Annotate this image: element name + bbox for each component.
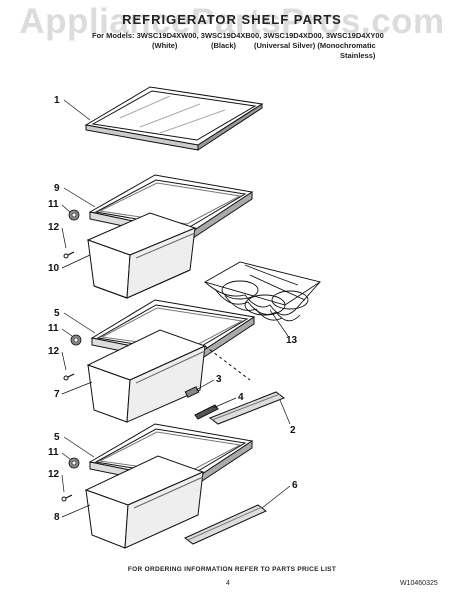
callout-4: 4 [238, 392, 244, 403]
part-glass-shelf [84, 86, 264, 151]
callout-5: 5 [54, 308, 60, 319]
callout-11: 11 [48, 199, 59, 210]
callout-2: 2 [290, 425, 296, 436]
callout-11: 11 [48, 447, 59, 458]
callout-5: 5 [54, 432, 60, 443]
callout-10: 10 [48, 263, 60, 274]
callout-1: 1 [54, 95, 60, 106]
ordering-note: FOR ORDERING INFORMATION REFER TO PARTS … [127, 566, 337, 573]
caption-silver: (Universal Silver) (Monochromatic [254, 41, 376, 50]
document-number: W10460325 [400, 580, 438, 587]
page-number: 4 [226, 580, 230, 587]
crisper-assembly-middle [86, 299, 256, 423]
part-slide-hardware [184, 386, 286, 425]
callout-7: 7 [54, 389, 60, 400]
callout-6: 6 [292, 480, 298, 491]
models-line: For Models: 3WSC19D4XW00, 3WSC19D4XB00, … [92, 31, 384, 40]
part-wine-rack [203, 261, 322, 322]
caption-stainless: Stainless) [340, 51, 376, 60]
crisper-assembly-lower [84, 423, 254, 549]
leader-lines [61, 99, 291, 518]
callout-9: 9 [54, 183, 60, 194]
callout-12: 12 [48, 222, 60, 233]
callout-12: 12 [48, 469, 60, 480]
caption-black: (Black) [211, 41, 237, 50]
callout-12: 12 [48, 346, 60, 357]
part-slide-rail [184, 504, 267, 545]
callout-11: 11 [48, 323, 59, 334]
watermark: AppliancePartsPros.com [19, 2, 445, 41]
page-title: REFRIGERATOR SHELF PARTS [122, 12, 342, 27]
callout-3: 3 [216, 374, 222, 385]
callout-8: 8 [54, 512, 60, 523]
caption-white: (White) [152, 41, 178, 50]
crisper-assembly-upper [86, 174, 254, 299]
callout-13: 13 [286, 335, 298, 346]
